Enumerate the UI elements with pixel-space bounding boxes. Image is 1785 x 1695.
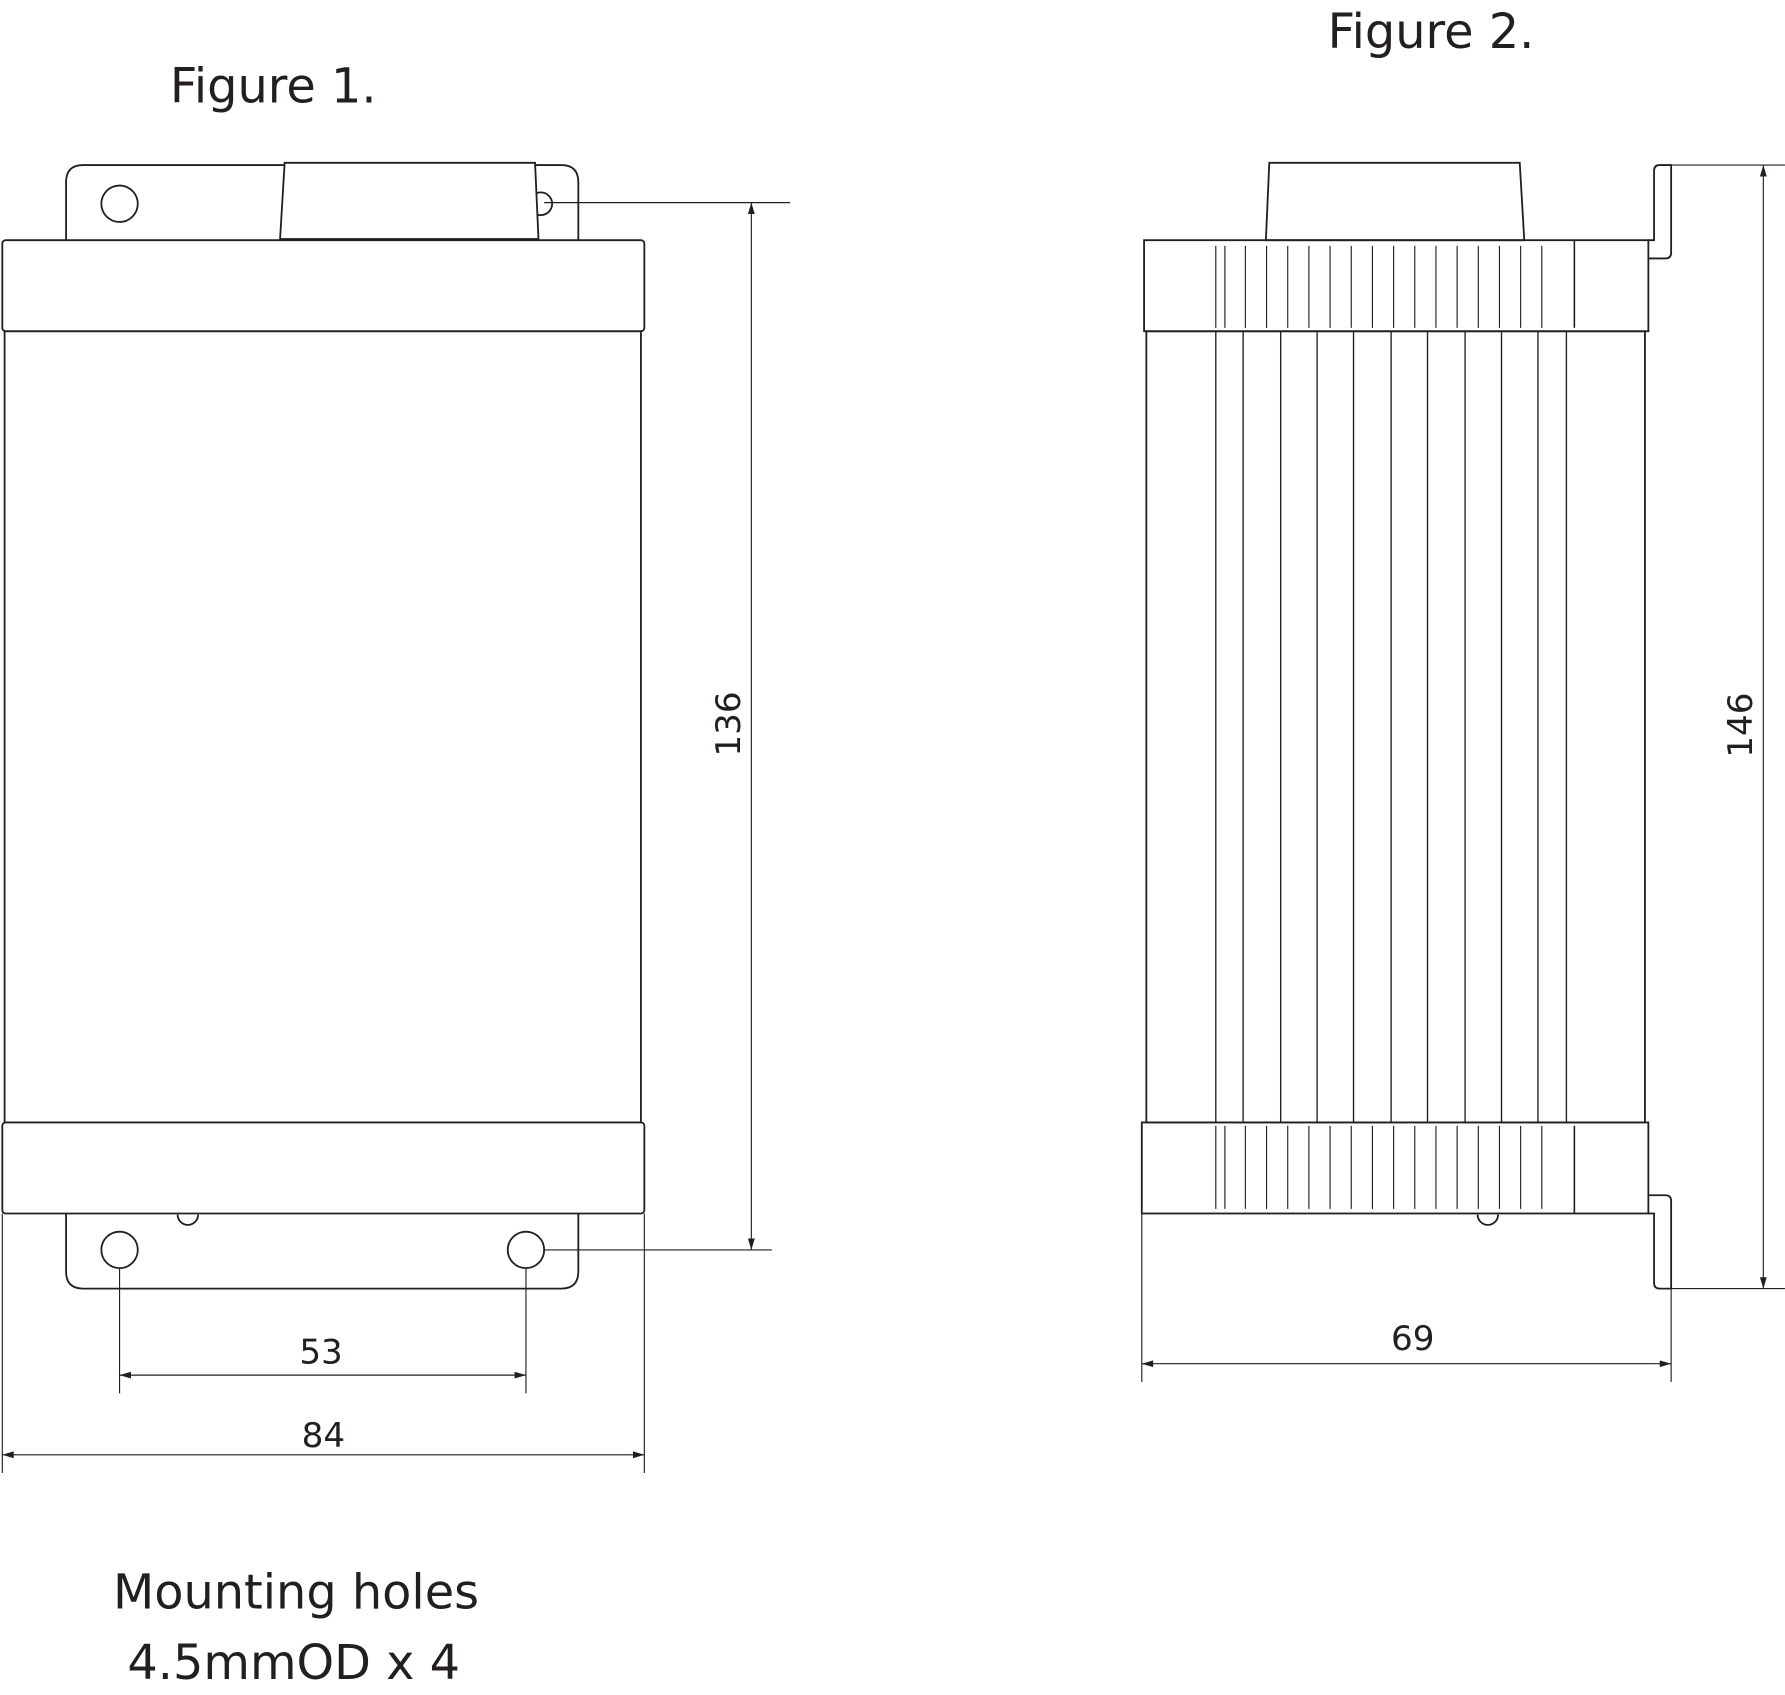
figure-2-side-view: Figure 2. 146 69 — [1140, 5, 1785, 1382]
bottom-mounting-tab — [65, 1213, 580, 1290]
mounting-note-line2: 4.5mmOD x 4 — [127, 1636, 460, 1691]
connector-block — [1264, 161, 1526, 242]
bottom-bracket — [1648, 1194, 1673, 1290]
dimension-label-width: 84 — [302, 1416, 345, 1456]
figure-1-front-view: Figure 1. 136 53 84 Mounting holes 4.5mm… — [1, 59, 791, 1691]
figure-1-title: Figure 1. — [170, 59, 377, 114]
dimension-label-depth: 69 — [1391, 1319, 1434, 1359]
cable-notch — [1476, 1214, 1500, 1226]
mounting-hole — [100, 184, 139, 223]
top-end-cap — [1143, 239, 1650, 333]
cooling-fins — [1215, 240, 1576, 1214]
top-end-cap — [1, 239, 646, 333]
dimension-label-height: 146 — [1721, 693, 1761, 758]
mounting-note-line1: Mounting holes — [113, 1565, 479, 1620]
bottom-end-cap — [1, 1121, 646, 1215]
dimension-label-height: 136 — [709, 691, 749, 756]
connector-block — [279, 161, 540, 240]
cable-notch — [176, 1214, 200, 1226]
top-bracket — [1648, 164, 1673, 260]
housing-body — [1145, 330, 1646, 1124]
bottom-end-cap — [1140, 1121, 1650, 1215]
figure-2-title: Figure 2. — [1328, 5, 1535, 60]
housing-body — [3, 330, 642, 1124]
dimension-label-hole-spacing: 53 — [299, 1333, 342, 1373]
